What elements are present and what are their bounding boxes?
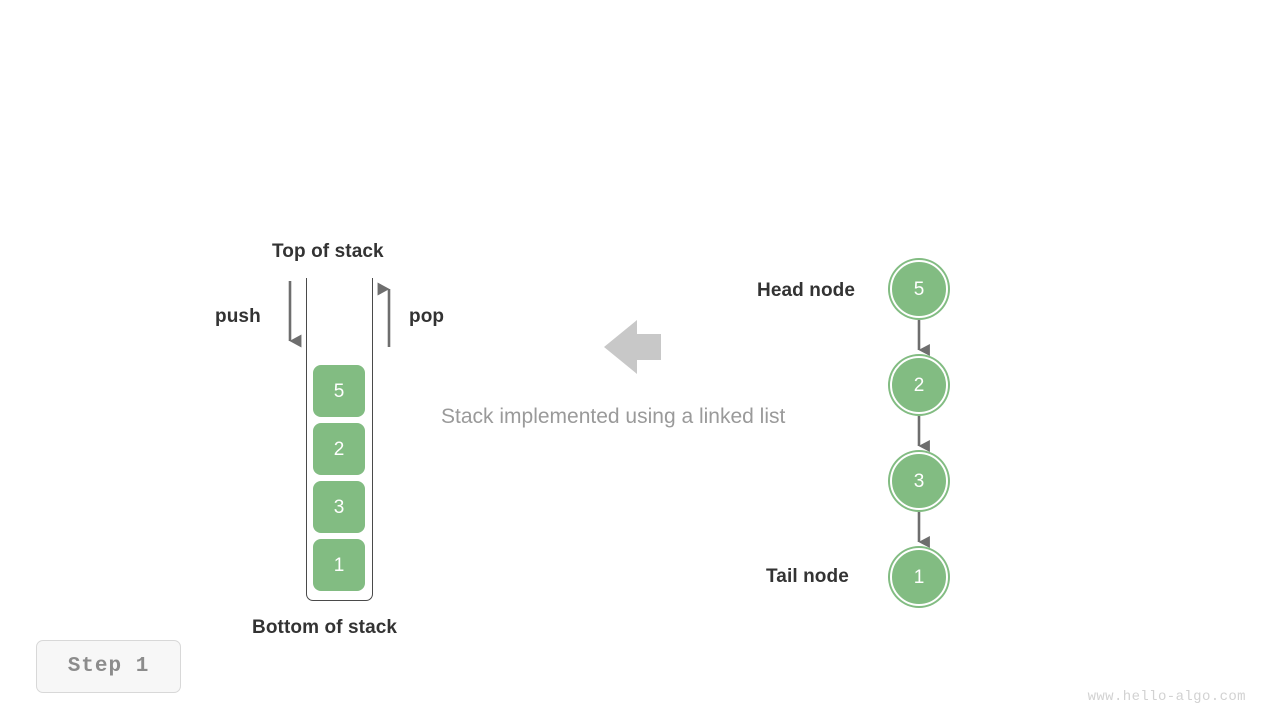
- linked-list-node: 5: [890, 260, 948, 318]
- stack-container: [306, 278, 373, 601]
- watermark: www.hello-algo.com: [1087, 689, 1246, 705]
- head-node-label: Head node: [757, 280, 856, 301]
- step-badge-label: Step 1: [67, 655, 150, 678]
- linked-list-node: 3: [890, 452, 948, 510]
- push-label: push: [215, 306, 261, 327]
- stack-item: 1: [313, 539, 365, 591]
- transform-arrow-icon: [604, 320, 661, 374]
- stack-item: 5: [313, 365, 365, 417]
- stack-item: 2: [313, 423, 365, 475]
- pop-label: pop: [409, 306, 445, 327]
- stack-item: 3: [313, 481, 365, 533]
- bottom-of-stack-label: Bottom of stack: [252, 617, 398, 638]
- linked-list-node: 1: [890, 548, 948, 606]
- linked-list-node: 2: [890, 356, 948, 414]
- top-of-stack-label: Top of stack: [272, 241, 384, 262]
- diagram-caption: Stack implemented using a linked list: [441, 405, 786, 428]
- step-badge: Step 1: [36, 640, 181, 693]
- tail-node-label: Tail node: [766, 566, 849, 587]
